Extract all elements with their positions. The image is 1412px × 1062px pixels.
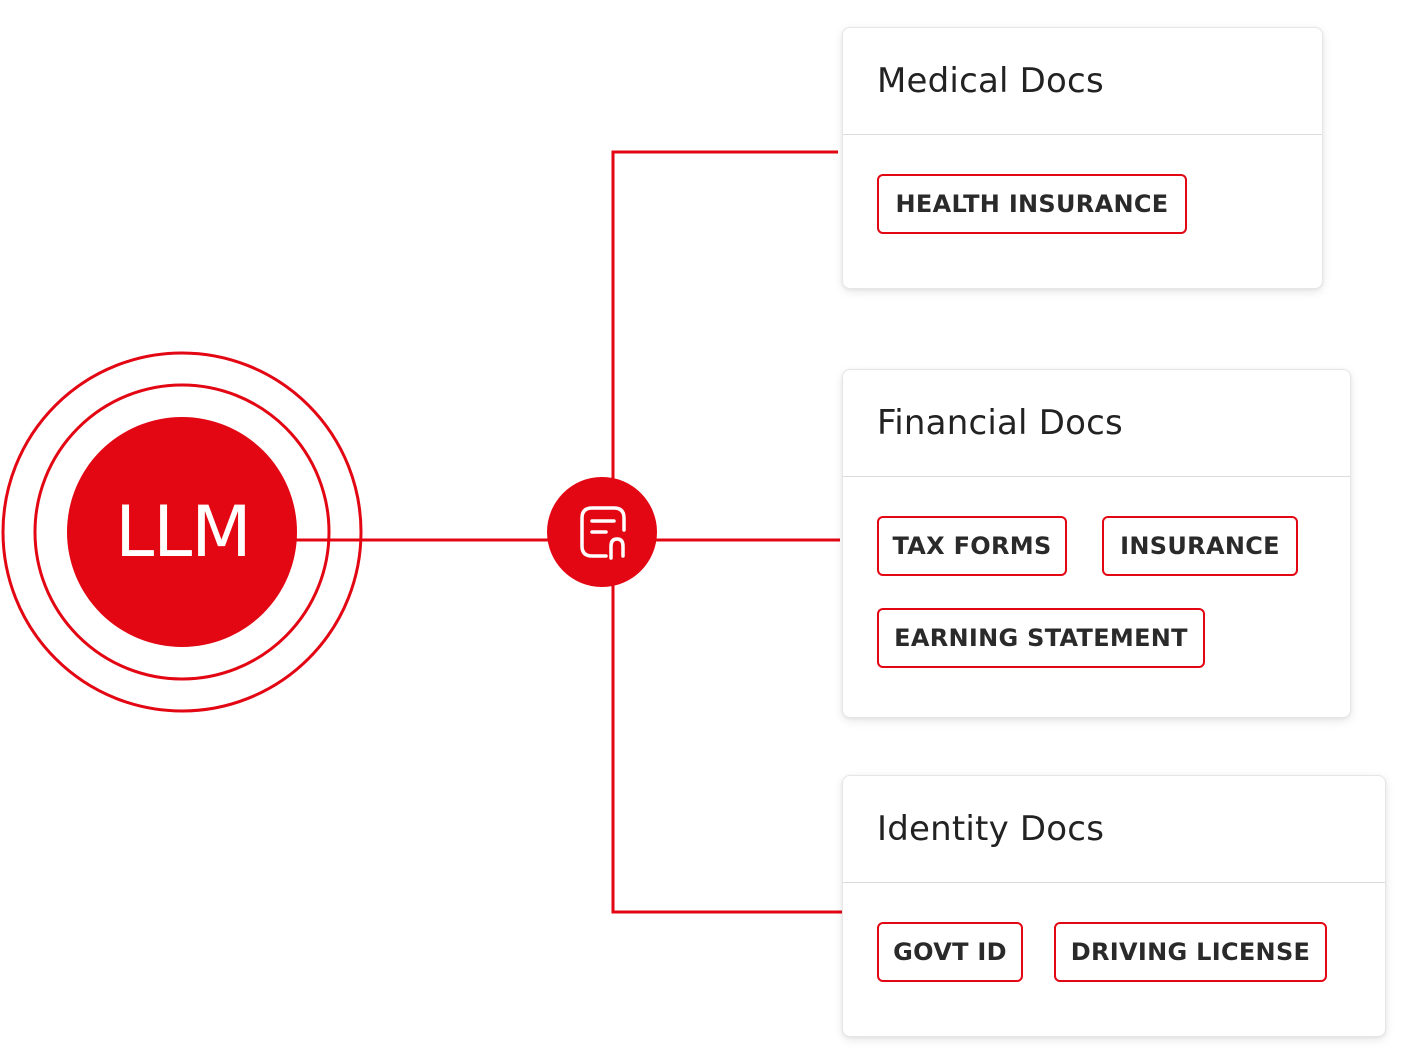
connector-hub xyxy=(547,477,657,587)
document-attachment-icon xyxy=(580,506,626,560)
llm-outer-ring xyxy=(1,351,363,713)
card-header: Financial Docs xyxy=(843,370,1350,477)
tag-insurance[interactable]: INSURANCE xyxy=(1102,516,1298,576)
tag-govt-id[interactable]: GOVT ID xyxy=(877,922,1023,982)
financial-docs-card: Financial Docs TAX FORMS INSURANCE EARNI… xyxy=(842,369,1351,718)
tag-tax-forms[interactable]: TAX FORMS xyxy=(877,516,1067,576)
card-title-financial-docs: Financial Docs xyxy=(877,403,1123,443)
llm-node xyxy=(67,417,297,647)
card-header: Medical Docs xyxy=(843,28,1322,135)
card-title-medical-docs: Medical Docs xyxy=(877,61,1104,101)
tag-health-insurance[interactable]: HEALTH INSURANCE xyxy=(877,174,1187,234)
identity-docs-card: Identity Docs GOVT ID DRIVING LICENSE xyxy=(842,775,1386,1037)
connector-line-identity xyxy=(611,540,843,914)
connector-line-medical xyxy=(611,150,838,540)
card-title-identity-docs: Identity Docs xyxy=(877,809,1105,849)
llm-label: LLM xyxy=(115,491,251,573)
medical-docs-card: Medical Docs HEALTH INSURANCE xyxy=(842,27,1323,289)
card-header: Identity Docs xyxy=(843,776,1385,883)
tag-driving-license[interactable]: DRIVING LICENSE xyxy=(1054,922,1327,982)
tag-earning-statement[interactable]: EARNING STATEMENT xyxy=(877,608,1205,668)
llm-inner-ring xyxy=(33,383,331,681)
